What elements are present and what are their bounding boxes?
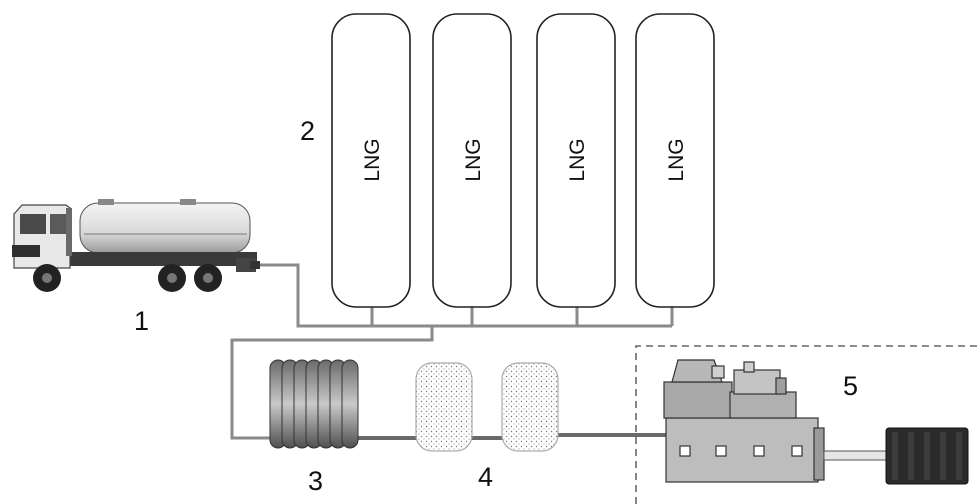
label-tanks: 2 <box>300 116 315 146</box>
supply-pipe <box>230 326 434 440</box>
drive-shaft <box>823 450 887 461</box>
tanker-truck-icon <box>12 199 260 292</box>
generator-icon <box>885 427 969 485</box>
truck-fill-pipe <box>258 263 672 328</box>
process-line <box>358 433 668 440</box>
pipe-network <box>230 263 674 440</box>
filter-vessel-icon <box>501 362 559 452</box>
label-heat-exchanger: 3 <box>308 466 323 496</box>
lng-tank: LNG <box>331 13 411 308</box>
tank-label: LNG <box>361 138 384 181</box>
label-truck: 1 <box>134 306 149 336</box>
lng-tank: LNG <box>536 13 616 308</box>
label-engine-unit: 5 <box>843 371 858 401</box>
tank-label: LNG <box>566 138 589 181</box>
engine-room-boundary <box>635 345 977 504</box>
gas-engine-icon <box>663 359 825 483</box>
tank-label: LNG <box>462 138 485 181</box>
tank-label: LNG <box>665 138 688 181</box>
filter-vessel-icon <box>415 362 473 452</box>
lng-tank: LNG <box>432 13 512 308</box>
heat-exchanger-coil-icon <box>269 359 359 449</box>
label-filters: 4 <box>478 462 493 492</box>
lng-tank: LNG <box>635 13 715 308</box>
